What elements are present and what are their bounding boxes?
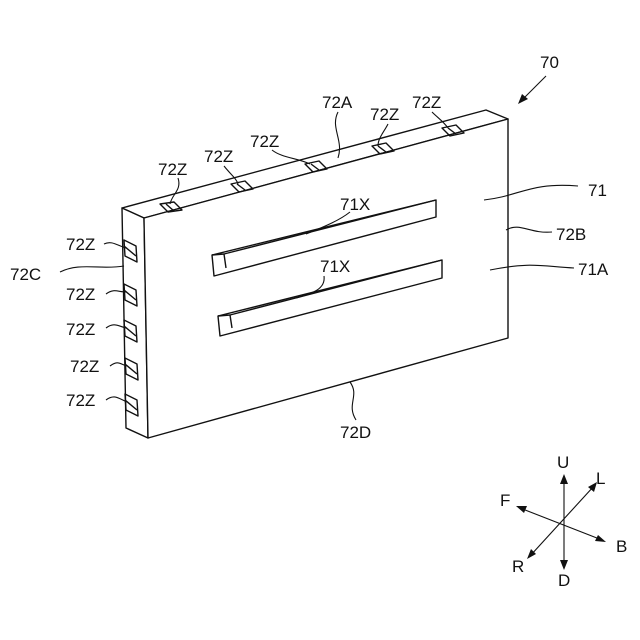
direction-up-label: U (557, 453, 569, 472)
direction-front-label: F (500, 491, 510, 510)
label-72Z-side-2: 72Z (66, 285, 95, 304)
label-72Z-top-1: 72Z (158, 160, 187, 179)
label-72A: 72A (322, 93, 353, 112)
label-72B: 72B (556, 225, 586, 244)
label-71: 71 (588, 181, 607, 200)
label-72Z-side-1: 72Z (66, 235, 95, 254)
label-71X-upper: 71X (340, 195, 370, 214)
label-70: 70 (540, 53, 559, 72)
direction-back-label: B (616, 537, 627, 556)
label-72Z-side-3: 72Z (66, 320, 95, 339)
direction-down-label: D (558, 571, 570, 590)
label-71X-lower: 71X (320, 257, 350, 276)
direction-right-label: R (512, 557, 524, 576)
label-72C: 72C (10, 265, 41, 284)
label-72Z-top-3: 72Z (250, 132, 279, 151)
direction-left-label: L (596, 469, 605, 488)
label-72Z-side-5: 72Z (66, 391, 95, 410)
label-72D: 72D (340, 423, 371, 442)
label-71A: 71A (578, 260, 609, 279)
label-72Z-top-4: 72Z (370, 105, 399, 124)
label-72Z-side-4: 72Z (70, 357, 99, 376)
direction-indicator (516, 474, 606, 570)
label-72Z-top-2: 72Z (204, 147, 233, 166)
label-72Z-top-5: 72Z (412, 93, 441, 112)
